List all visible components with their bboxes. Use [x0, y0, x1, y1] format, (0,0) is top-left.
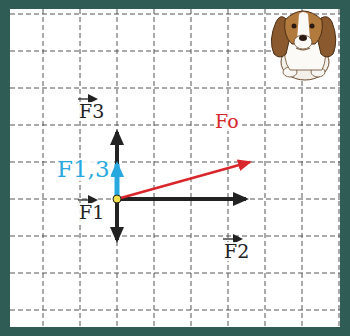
force-label: F3 [78, 102, 105, 121]
force-label: F2 [223, 242, 250, 261]
dog-illustration [271, 11, 335, 80]
vector-mark [78, 199, 96, 200]
force-f2 [117, 197, 246, 201]
force-resultant [117, 162, 250, 199]
force-label: Fo [214, 112, 240, 131]
force-f13 [115, 164, 120, 199]
grid-ground [10, 9, 340, 327]
vector-mark [78, 98, 96, 99]
vector-mark [223, 238, 241, 239]
force-label: F1,3 [56, 158, 111, 181]
force-f1 [115, 199, 119, 240]
force-f3 [115, 132, 119, 199]
origin-point [113, 195, 121, 203]
grid-lines [10, 9, 340, 327]
force-label: F1 [78, 203, 105, 222]
